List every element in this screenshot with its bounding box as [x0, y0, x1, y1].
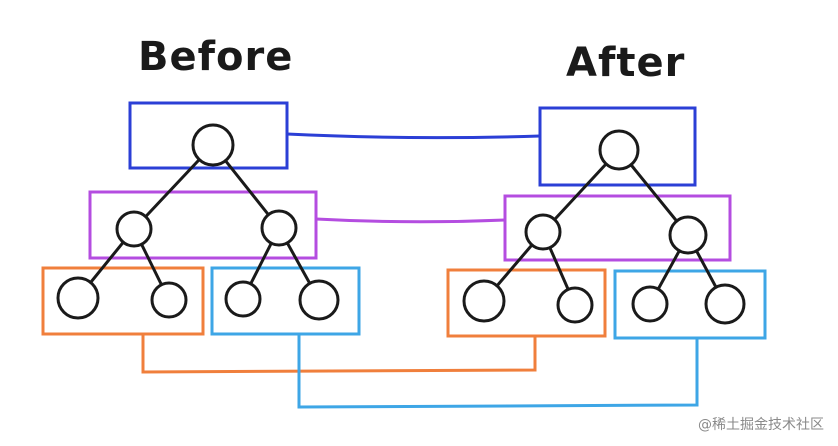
before-root-node — [191, 123, 235, 167]
after-tree-nodes — [462, 129, 746, 325]
before-leaf-node — [56, 276, 100, 320]
after-right-subtree-box — [613, 269, 767, 340]
before-root-box — [128, 101, 289, 170]
after-children-box — [503, 194, 732, 262]
after-leaf-node — [704, 283, 746, 325]
before-title: Before — [138, 34, 294, 80]
left-subtree-link — [141, 333, 537, 374]
after-leaf-node — [556, 286, 594, 324]
before-child-left-node — [115, 210, 153, 248]
before-child-right-node — [260, 209, 298, 247]
right-subtree-link — [297, 333, 699, 409]
after-leaf-node — [462, 279, 506, 323]
after-root-box — [538, 106, 697, 187]
watermark-text: @稀土掘金技术社区 — [698, 417, 824, 433]
before-leaf-node — [224, 280, 262, 318]
root-level-link — [286, 132, 541, 140]
before-children-box — [88, 190, 318, 260]
before-tree-nodes — [56, 123, 340, 321]
before-right-subtree-box — [210, 266, 361, 336]
after-title: After — [566, 40, 686, 86]
children-level-link — [315, 217, 506, 224]
after-leaf-node — [631, 285, 669, 323]
before-leaf-node — [298, 279, 340, 321]
before-left-subtree-box — [41, 266, 205, 336]
after-left-subtree-box — [446, 268, 607, 338]
after-child-left-node — [524, 213, 562, 251]
before-leaf-node — [150, 281, 188, 319]
after-root-node — [598, 129, 640, 171]
after-child-right-node — [668, 215, 708, 255]
